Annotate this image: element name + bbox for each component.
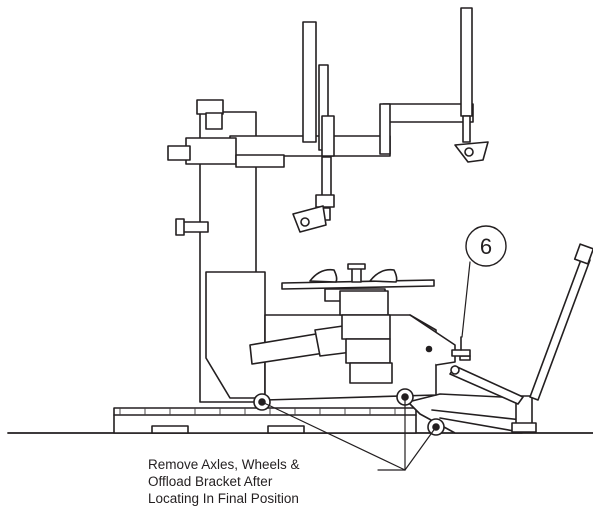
gearbox <box>339 290 393 384</box>
vertical-bars <box>302 7 473 157</box>
caption-line-2: Offload Bracket After <box>148 474 273 489</box>
callout-marker <box>425 336 471 357</box>
right-mount-head <box>454 115 489 163</box>
offload-bracket <box>407 393 537 434</box>
jack-linkage <box>449 355 524 405</box>
center-mount-head <box>292 156 335 233</box>
caption: Remove Axles, Wheels & Offload Bracket A… <box>148 456 378 507</box>
callout-6 <box>461 225 507 338</box>
caption-line-1: Remove Axles, Wheels & <box>148 457 300 472</box>
base-platform <box>113 407 417 434</box>
jack-handle <box>529 243 593 401</box>
side-arm <box>175 218 209 236</box>
caption-line-3: Locating In Final Position <box>148 491 299 506</box>
callout-number: 6 <box>480 234 492 259</box>
leader-lines <box>261 396 437 471</box>
